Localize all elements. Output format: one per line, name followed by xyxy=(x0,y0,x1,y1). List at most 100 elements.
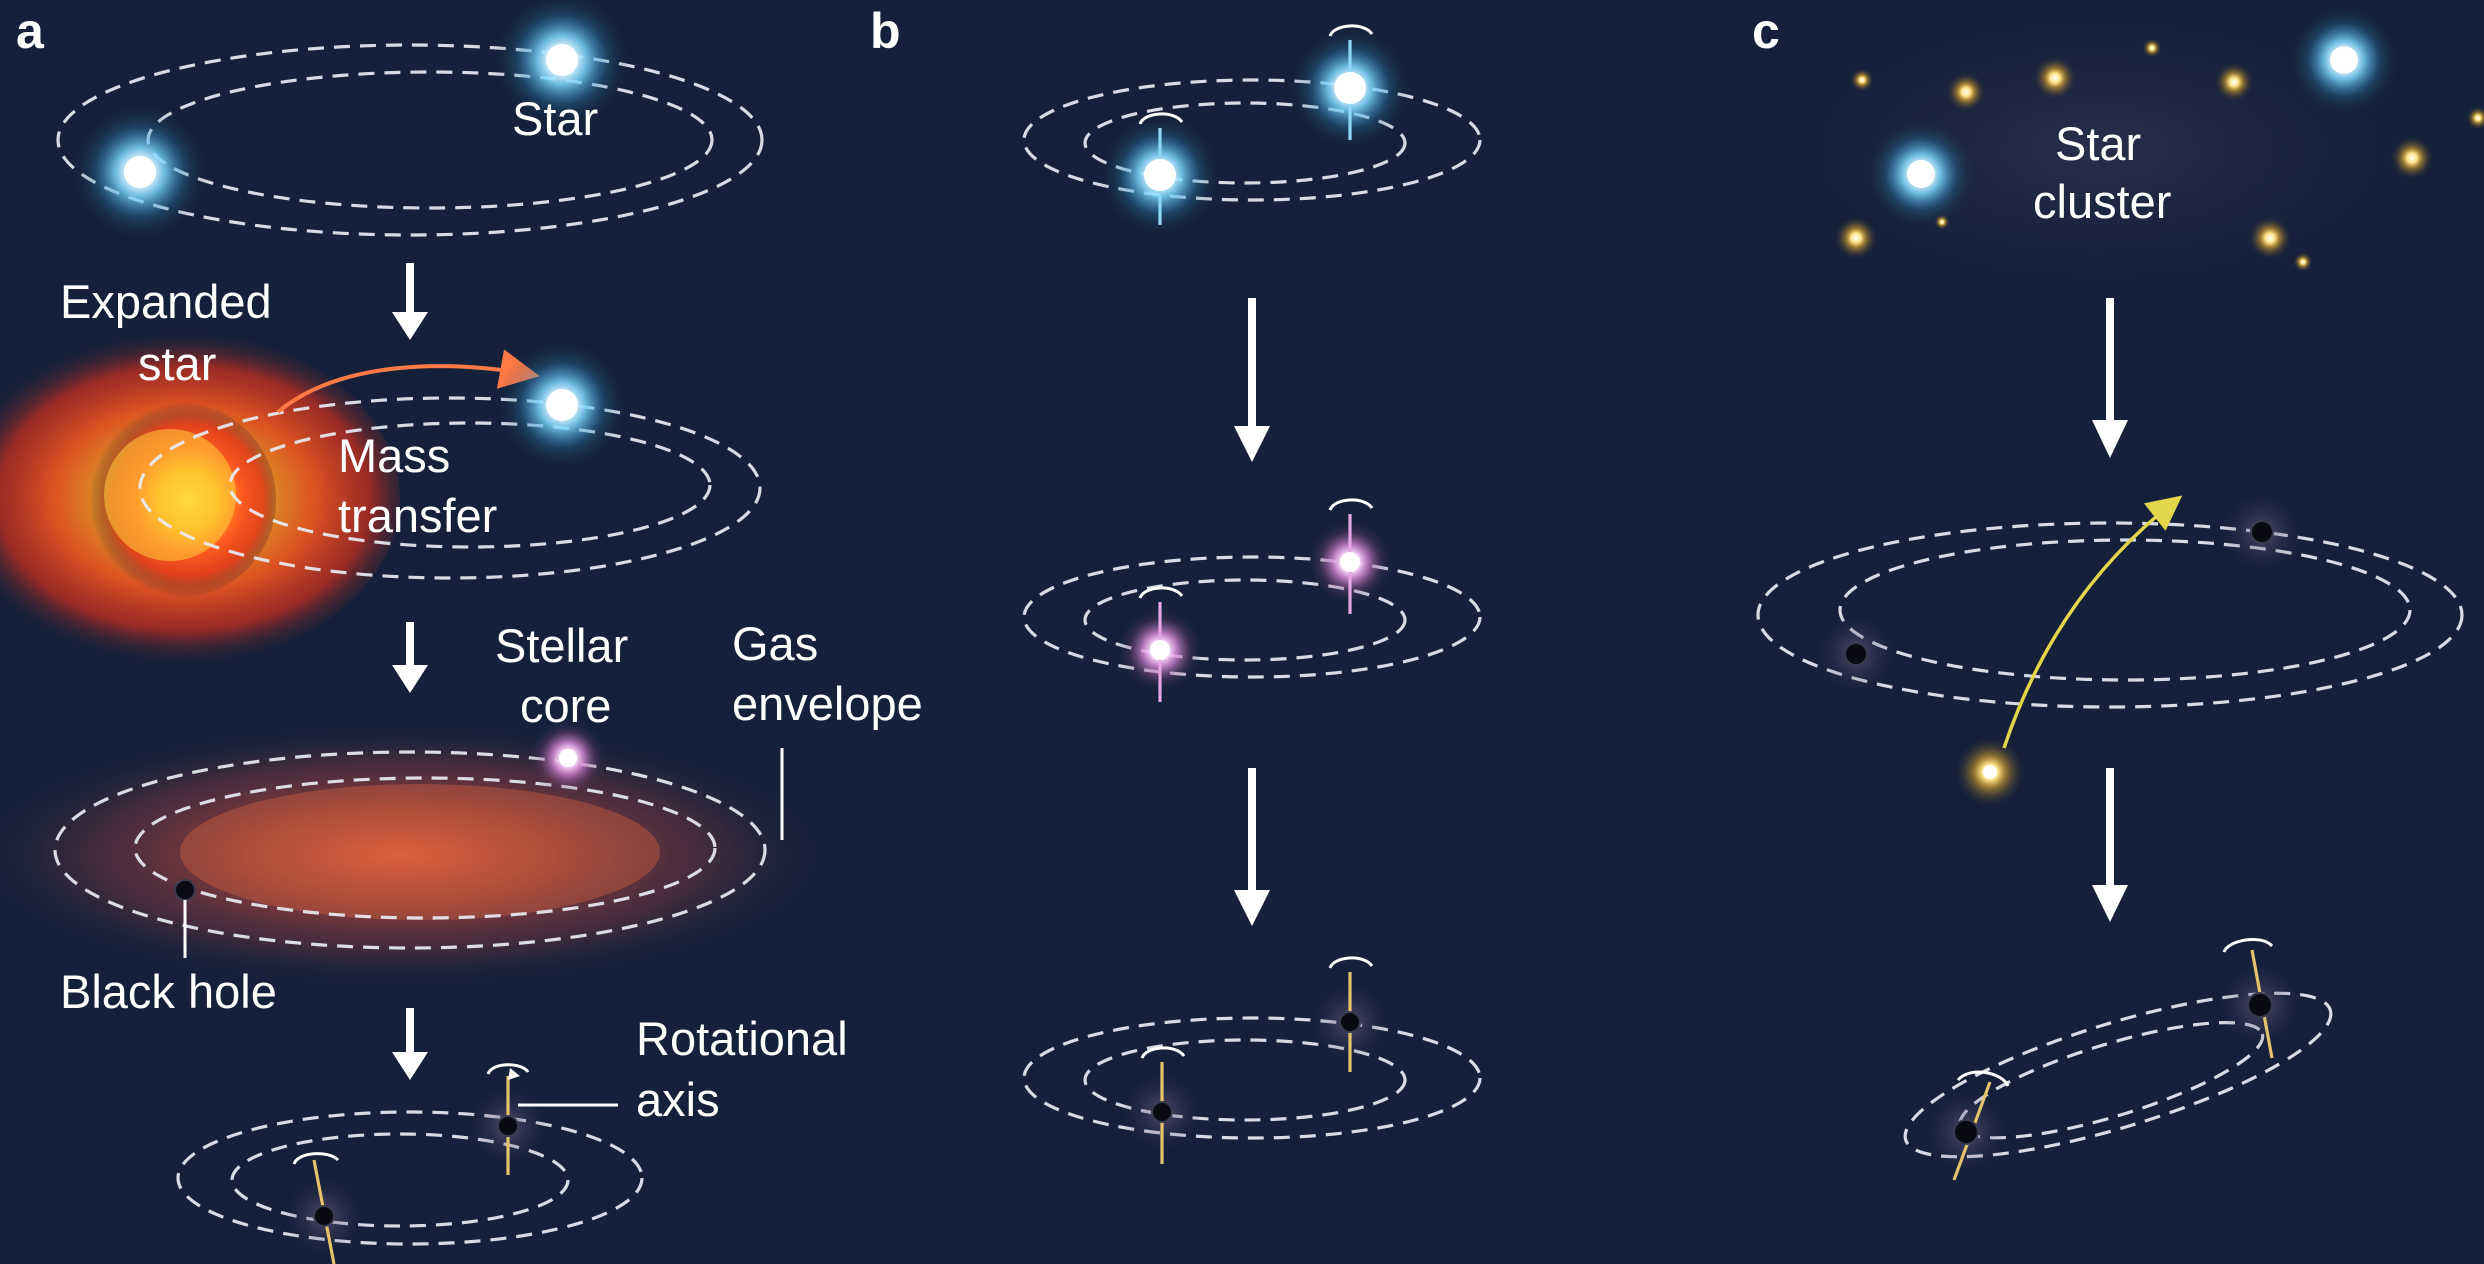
star-core xyxy=(546,389,578,421)
spin-arrow-icon xyxy=(1138,586,1184,599)
label-gas-envelope-line1: Gas xyxy=(732,617,818,670)
spin-arrow-icon xyxy=(1138,112,1184,125)
down-arrow-icon xyxy=(2092,298,2128,458)
gas-envelope xyxy=(0,720,840,990)
label-rotational-axis-line2: axis xyxy=(636,1073,720,1126)
orbit-outer xyxy=(1903,991,2333,1159)
orbit-outer xyxy=(1022,555,1482,679)
spin-arrow-icon xyxy=(1956,1070,2010,1087)
orbit-outer xyxy=(56,43,764,237)
star-glow-icon xyxy=(1934,214,1950,230)
label-black-hole: Black hole xyxy=(60,965,277,1018)
down-arrow-icon xyxy=(1234,768,1270,926)
panel-b: b xyxy=(870,3,1482,1164)
star-core xyxy=(1144,159,1176,191)
star-core xyxy=(2330,46,2358,74)
black-hole-icon xyxy=(174,879,196,901)
panel-c-stage-binary-black-holes xyxy=(1903,937,2333,1181)
panel-b-letter: b xyxy=(870,3,901,59)
label-stellar-core-line1: Stellar xyxy=(495,619,628,672)
orbit-outer xyxy=(176,1110,644,1246)
black-hole-icon xyxy=(313,1205,335,1227)
label-rotational-axis-line1: Rotational xyxy=(636,1012,848,1065)
panel-b-stage-binary-black-holes xyxy=(1022,956,1482,1164)
star-glow-icon xyxy=(2466,106,2484,130)
orbit-outer xyxy=(1022,78,1482,202)
label-mass-transfer-line2: transfer xyxy=(338,489,497,542)
label-mass-transfer-line1: Mass xyxy=(338,429,450,482)
spin-arrow-icon xyxy=(2222,937,2274,953)
star-core xyxy=(124,156,156,188)
panel-b-stage-binary-stars xyxy=(1022,24,1482,237)
down-arrow-icon xyxy=(392,1008,428,1080)
orbit-inner xyxy=(133,776,717,920)
panel-a-stage-binary-stars: Star xyxy=(56,0,764,242)
label-star: Star xyxy=(512,92,598,145)
panel-a-stage-mass-transfer: Expanded star Mass transfer xyxy=(0,275,762,668)
label-expanded-star-line2: star xyxy=(138,337,216,390)
down-arrow-icon xyxy=(1234,298,1270,462)
panel-a-stage-common-envelope: Stellar core Gas envelope Black hole xyxy=(0,617,923,1018)
spin-arrow-icon xyxy=(1328,24,1374,37)
spin-arrow-icon xyxy=(1328,956,1374,969)
orbit-outer xyxy=(138,396,762,580)
spin-arrow-head xyxy=(508,1068,520,1080)
panel-a-letter: a xyxy=(16,3,45,59)
label-star-cluster-line1: Star xyxy=(2055,117,2141,170)
orbit-outer xyxy=(1022,1016,1482,1140)
orbit-inner xyxy=(230,1132,570,1228)
star-core xyxy=(1983,765,1997,779)
orbit-inner xyxy=(1083,101,1407,185)
orbit-inner xyxy=(228,421,712,549)
orbit-outer xyxy=(53,750,767,950)
star-glow-icon xyxy=(1946,72,1986,112)
black-hole-icon xyxy=(2250,520,2274,544)
capture-arrow xyxy=(2002,495,2183,749)
star-glow-icon xyxy=(2142,38,2162,58)
panel-c-stage-capture xyxy=(1756,490,2464,808)
label-gas-envelope-line2: envelope xyxy=(732,677,923,730)
label-expanded-star-line1: Expanded xyxy=(60,275,272,328)
spin-arrow-icon xyxy=(1328,498,1374,511)
black-hole-icon xyxy=(1953,1119,1979,1145)
orbit-inner xyxy=(1083,1038,1407,1122)
black-hole-icon xyxy=(1339,1011,1361,1033)
star-glow-icon xyxy=(1834,216,1878,260)
star-glow-icon xyxy=(2390,136,2434,180)
panel-c-letter: c xyxy=(1752,3,1780,59)
star-glow-icon xyxy=(1850,68,1874,92)
star-core xyxy=(546,44,578,76)
black-hole-icon xyxy=(1151,1101,1173,1123)
panel-b-stage-stellar-cores xyxy=(1022,498,1482,702)
black-hole-icon xyxy=(1844,642,1868,666)
panel-a: a Star Expanded star xyxy=(0,0,923,1264)
gas-envelope-core xyxy=(180,784,660,920)
black-hole-icon xyxy=(2247,992,2273,1018)
panel-c-stage-star-cluster: Star cluster xyxy=(1720,0,2484,320)
label-star-cluster-line2: cluster xyxy=(2033,175,2171,228)
expanded-star-surface xyxy=(104,429,236,561)
spin-arrow-icon xyxy=(486,1063,530,1075)
mass-transfer-arrow xyxy=(276,349,540,414)
star-glow-icon xyxy=(2293,252,2313,272)
down-arrow-icon xyxy=(2092,768,2128,922)
panel-a-stage-binary-black-holes: Rotational axis xyxy=(176,1012,848,1264)
label-stellar-core-line2: core xyxy=(520,679,611,732)
orbit-outer xyxy=(1756,521,2464,709)
stellar-core xyxy=(559,749,577,767)
orbit-inner xyxy=(1838,538,2412,682)
black-hole-icon xyxy=(497,1115,519,1137)
spin-arrow-icon xyxy=(292,1152,340,1165)
star-glow-icon xyxy=(2248,216,2292,260)
orbit-inner xyxy=(1083,578,1407,662)
spin-arrow-icon xyxy=(1140,1046,1186,1059)
stellar-core xyxy=(1150,640,1170,660)
panel-c: c Star cluster xyxy=(1720,0,2484,1181)
star-glow-icon xyxy=(2033,56,2077,100)
stellar-core xyxy=(1340,552,1360,572)
star-glow-icon xyxy=(2214,62,2254,102)
down-arrow-icon xyxy=(392,263,428,340)
star-core xyxy=(1334,72,1366,104)
down-arrow-icon xyxy=(392,622,428,693)
